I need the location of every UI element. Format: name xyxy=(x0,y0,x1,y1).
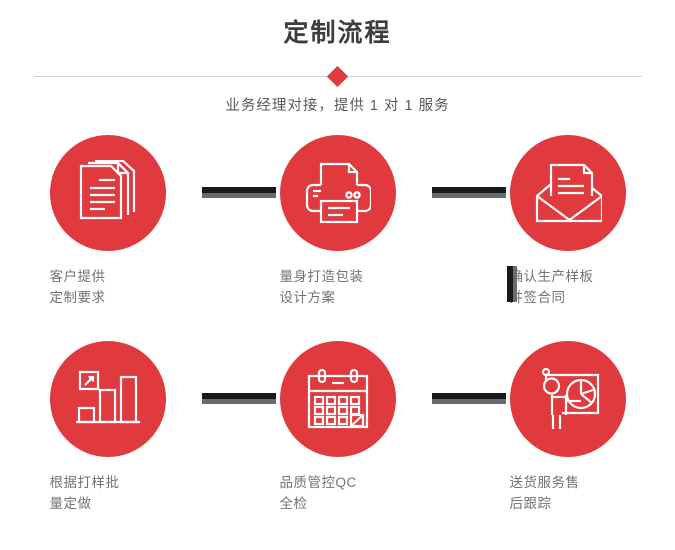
connector-step1-step2 xyxy=(192,135,276,251)
connector-bar xyxy=(431,393,506,399)
flow-diagram: 客户提供 定制要求 xyxy=(0,135,675,514)
flow-step-6-label: 送货服务售 后跟踪 xyxy=(484,472,652,514)
diamond-icon xyxy=(326,65,348,88)
connector-bar-shadow xyxy=(431,193,506,198)
connector-bar xyxy=(201,187,276,193)
flow-step-1-circle xyxy=(49,135,166,251)
flow-step-2-label: 量身打造包装 设计方案 xyxy=(254,266,422,308)
envelope-document-icon xyxy=(535,163,602,223)
page-subtitle: 业务经理对接，提供 1 对 1 服务 xyxy=(225,98,450,114)
flow-row-2: 根据打样批 量定做 xyxy=(0,341,675,514)
flow-step-4-label-line1: 根据打样批 xyxy=(49,475,120,490)
flow-step-1[interactable]: 客户提供 定制要求 xyxy=(24,135,192,308)
flow-step-1-label-line2: 定制要求 xyxy=(49,290,106,305)
flow-step-2-label-line1: 量身打造包装 xyxy=(279,269,364,284)
flow-step-3-label-line1: 确认生产样板 xyxy=(509,269,594,284)
connector-step5-step6 xyxy=(422,341,506,457)
connector-bar-shadow xyxy=(201,193,276,198)
flow-step-2[interactable]: 量身打造包装 设计方案 xyxy=(254,135,422,308)
flow-step-6-circle xyxy=(509,341,626,457)
flow-step-3-label: 确认生产样板 并签合同 xyxy=(484,266,652,308)
page-title: 定制流程 xyxy=(283,19,392,47)
flow-step-5-label: 品质管控QC 全检 xyxy=(254,472,422,514)
documents-stack-icon xyxy=(79,160,135,220)
flow-step-5[interactable]: 品质管控QC 全检 xyxy=(254,341,422,514)
connector-bar-shadow xyxy=(201,399,276,404)
connector-bar xyxy=(431,187,506,193)
flow-row-1: 客户提供 定制要求 xyxy=(0,135,675,308)
flow-step-4-label-line2: 量定做 xyxy=(49,496,92,511)
connector-vbar-shadow xyxy=(512,266,517,302)
connector-step3-step6 xyxy=(506,266,517,302)
flow-step-5-label-line1: 品质管控QC xyxy=(279,475,357,490)
flow-step-5-label-line2: 全检 xyxy=(279,496,308,511)
flow-step-3[interactable]: 确认生产样板 并签合同 xyxy=(484,135,652,308)
presenter-pie-chart-icon xyxy=(541,367,599,429)
bar-chart-growth-icon xyxy=(75,370,140,424)
flow-step-6-label-line1: 送货服务售 xyxy=(509,475,580,490)
flow-step-6-label-line2: 后跟踪 xyxy=(509,496,552,511)
flow-step-2-circle xyxy=(279,135,396,251)
flow-header: 定制流程 业务经理对接，提供 1 对 1 服务 xyxy=(0,0,675,117)
flow-step-4-circle xyxy=(49,341,166,457)
flow-step-6[interactable]: 送货服务售 后跟踪 xyxy=(484,341,652,514)
flow-step-4-label: 根据打样批 量定做 xyxy=(24,472,192,514)
printer-icon xyxy=(305,162,371,224)
calendar-check-icon xyxy=(307,368,368,429)
connector-step4-step5 xyxy=(192,341,276,457)
connector-vbar xyxy=(506,266,513,302)
connector-step2-step3 xyxy=(422,135,506,251)
title-divider xyxy=(33,65,642,88)
connector-bar xyxy=(201,393,276,399)
flow-step-3-circle xyxy=(509,135,626,251)
flow-step-1-label: 客户提供 定制要求 xyxy=(24,266,192,308)
flow-step-5-circle xyxy=(279,341,396,457)
flow-step-2-label-line2: 设计方案 xyxy=(279,290,336,305)
flow-step-3-label-line2: 并签合同 xyxy=(509,290,566,305)
flow-step-1-label-line1: 客户提供 xyxy=(49,269,106,284)
connector-bar-shadow xyxy=(431,399,506,404)
flow-step-4[interactable]: 根据打样批 量定做 xyxy=(24,341,192,514)
